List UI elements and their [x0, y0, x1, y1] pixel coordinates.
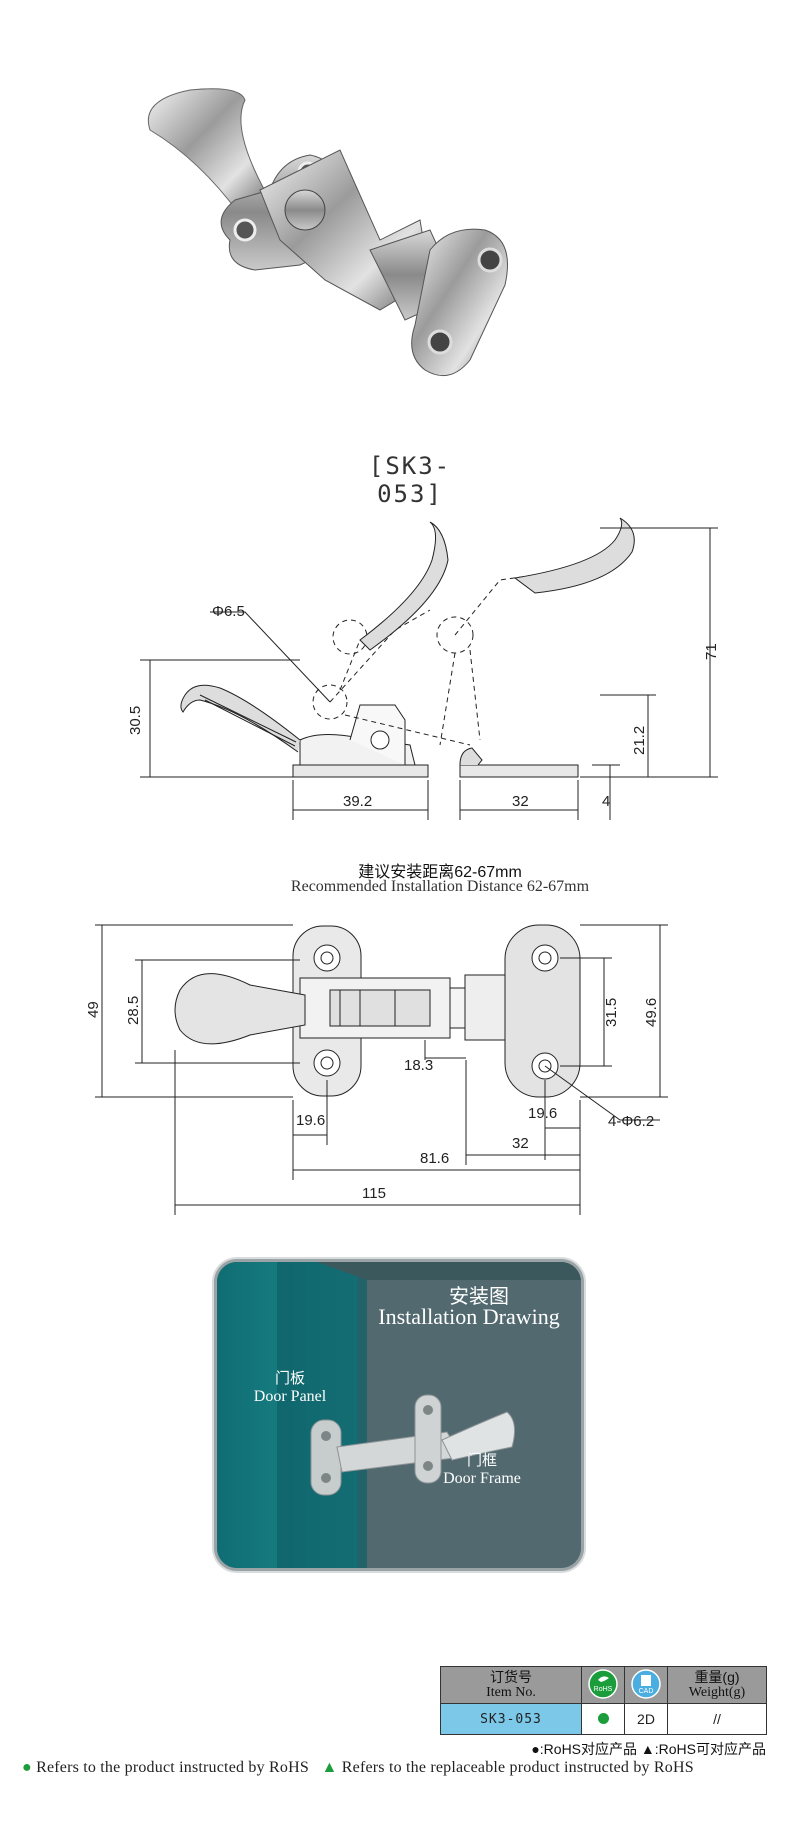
overall-height-label: 49 — [85, 1001, 102, 1018]
cad-badge-text: CAD — [639, 1688, 654, 1695]
order-table: 订货号 Item No. RoHS CAD 重量(g) Weight(g) SK… — [440, 1666, 767, 1735]
door-panel-en: Door Panel — [253, 1388, 327, 1405]
right-hole-span-label: 31.5 — [603, 998, 620, 1027]
slot-width-label: 18.3 — [404, 1057, 433, 1074]
install-distance-cn: 建议安装距离62-67mm — [358, 864, 522, 881]
hole-spec-label: 4-Φ6.2 — [608, 1113, 654, 1130]
item-no-header: 订货号 Item No. — [440, 1666, 582, 1704]
door-panel-label: 门板 Door Panel — [225, 1370, 355, 1406]
rohs-badge-text: RoHS — [594, 1686, 613, 1693]
rohs-header: RoHS — [581, 1666, 625, 1704]
item-no-header-cn: 订货号 — [490, 1669, 532, 1685]
height-mid-label: 21.2 — [631, 726, 648, 755]
model-tag: [SK3-053] — [368, 452, 452, 508]
cad-header: CAD — [624, 1666, 668, 1704]
right-plate-height-label: 49.6 — [643, 998, 660, 1027]
installation-scene — [217, 1262, 581, 1568]
door-frame-label: 门框 Door Frame — [417, 1452, 547, 1488]
height-open-label: 71 — [703, 643, 720, 660]
door-panel-cn: 门板 — [274, 1370, 305, 1387]
product-photo — [148, 88, 508, 377]
left-hole-span-label: 28.5 — [125, 996, 142, 1025]
replaceable-triangle-icon: ▲ — [321, 1759, 338, 1776]
rohs-value — [581, 1703, 625, 1735]
installation-title-cn: 安装图 — [449, 1286, 509, 1308]
top-view-drawing: 49 28.5 31.5 49.6 18.3 19.6 19.6 32 4-Φ6… — [85, 924, 668, 1215]
door-frame-cn: 门框 — [466, 1452, 497, 1469]
legend-cn: ●:RoHS对应产品 ▲:RoHS可对应产品 — [531, 1741, 766, 1757]
hole-dia-label: Φ6.5 — [212, 603, 245, 620]
width-right-label: 32 — [512, 793, 529, 810]
item-no-value: SK3-053 — [440, 1703, 582, 1735]
door-frame-en: Door Frame — [443, 1470, 521, 1487]
legend-en-rohs: Refers to the product instructed by RoHS — [36, 1759, 309, 1776]
plate-thick-label: 4 — [602, 793, 610, 810]
item-no-header-en: Item No. — [486, 1685, 536, 1700]
weight-header: 重量(g) Weight(g) — [667, 1666, 767, 1704]
rohs-dot-icon: ● — [22, 1759, 32, 1776]
rohs-icon: RoHS — [588, 1668, 618, 1699]
side-view-drawing: Φ6.5 71 30.5 21.2 39.2 32 4 — [127, 517, 720, 820]
cad-value: 2D — [624, 1703, 668, 1735]
height-left-label: 30.5 — [127, 706, 144, 735]
weight-header-en: Weight(g) — [688, 1685, 746, 1700]
weight-header-cn: 重量(g) — [694, 1669, 740, 1685]
left-plate-width-label: 19.6 — [296, 1112, 325, 1129]
right-plate-width-label: 19.6 — [528, 1105, 557, 1122]
weight-value: // — [667, 1703, 767, 1735]
cad-icon: CAD — [631, 1668, 661, 1699]
installation-title-en: Installation Drawing — [378, 1304, 560, 1329]
installation-panel: 安装图 Installation Drawing 门板 Door Panel 门… — [217, 1262, 581, 1568]
legend-en: ● Refers to the product instructed by Ro… — [22, 1759, 694, 1777]
legend-en-replaceable: Refers to the replaceable product instru… — [341, 1759, 694, 1776]
center-distance-label: 81.6 — [420, 1150, 449, 1167]
rohs-dot-icon — [597, 1713, 609, 1724]
overall-length-label: 115 — [362, 1185, 386, 1202]
install-distance-en: Recommended Installation Distance 62-67m… — [290, 878, 590, 895]
right-offset-label: 32 — [512, 1135, 529, 1152]
width-left-label: 39.2 — [343, 793, 372, 810]
